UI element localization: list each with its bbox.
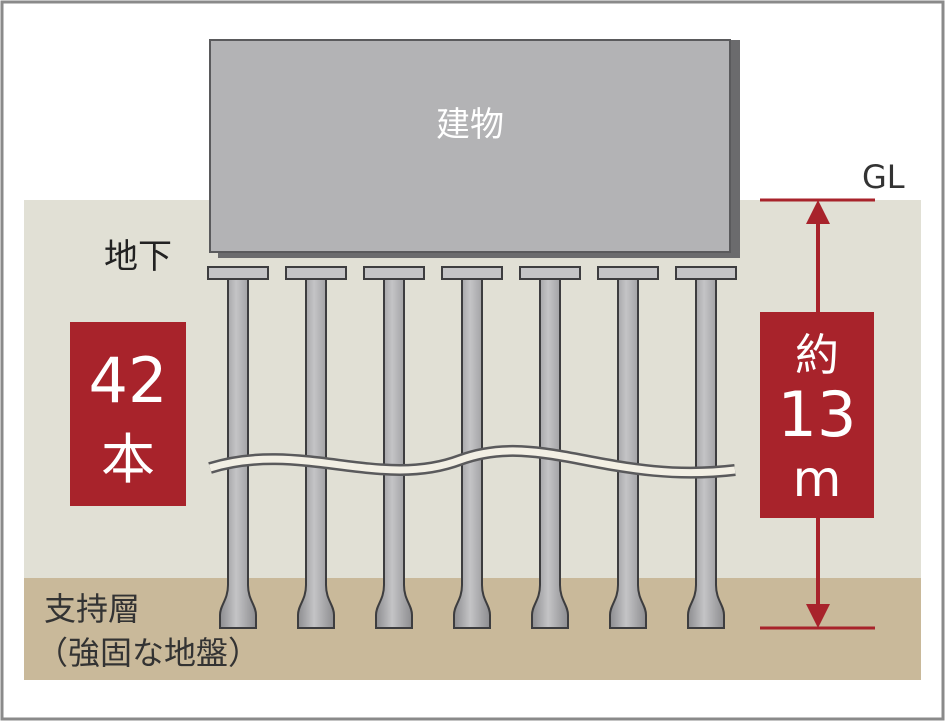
- pile: [675, 266, 737, 629]
- bearing-layer-label: 支持層: [44, 590, 140, 628]
- pile-cap: [597, 266, 659, 280]
- pile-shaft: [375, 278, 413, 629]
- pile-cap: [207, 266, 269, 280]
- pile-count-unit: 本: [101, 428, 155, 491]
- depth-number: 13: [778, 378, 857, 451]
- pile-cap: [441, 266, 503, 280]
- depth-prefix: 約: [795, 330, 839, 381]
- depth-unit: m: [793, 450, 842, 508]
- pile-cap: [363, 266, 425, 280]
- pile-shaft: [219, 278, 257, 629]
- pile-shaft: [687, 278, 725, 629]
- pile-count-box: [70, 322, 186, 506]
- depth-box: [760, 312, 874, 518]
- pile-count-number: 42: [89, 344, 168, 417]
- building: [209, 39, 731, 253]
- building-label: 建物: [436, 105, 504, 145]
- basement-label: 地下: [104, 237, 172, 277]
- break-line: [208, 447, 736, 477]
- pile-cap: [285, 266, 347, 280]
- pile: [285, 266, 347, 629]
- pile-shaft: [609, 278, 647, 629]
- pile: [363, 266, 425, 629]
- pile-shaft: [297, 278, 335, 629]
- gl-label: GL: [862, 158, 905, 196]
- bearing-layer-note: （強固な地盤）: [36, 634, 260, 672]
- pile-cap: [675, 266, 737, 280]
- pile-cap: [519, 266, 581, 280]
- pile: [207, 266, 269, 629]
- pile: [597, 266, 659, 629]
